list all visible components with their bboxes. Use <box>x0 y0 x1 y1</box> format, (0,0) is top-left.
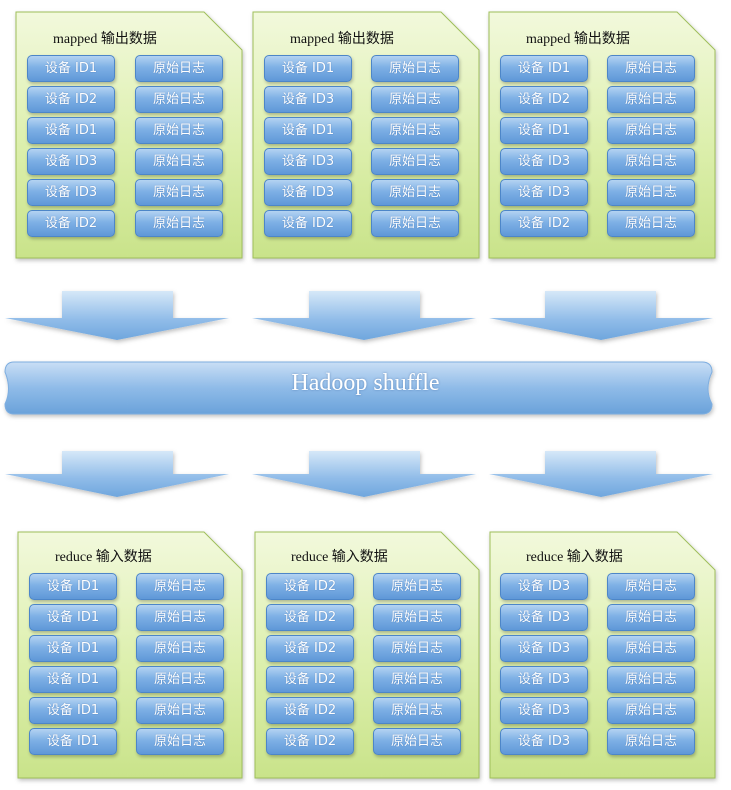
device-id-cell: 设备 ID3 <box>500 179 588 206</box>
raw-log-cell: 原始日志 <box>371 179 459 206</box>
raw-log-cell: 原始日志 <box>135 148 223 175</box>
raw-log-cell: 原始日志 <box>371 55 459 82</box>
raw-log-cell: 原始日志 <box>371 148 459 175</box>
device-id-cell: 设备 ID2 <box>266 728 354 755</box>
mapped-panel-title: mapped 输出数据 <box>526 32 630 47</box>
raw-log-cell: 原始日志 <box>136 573 224 600</box>
down-arrow <box>489 291 713 340</box>
raw-log-cell: 原始日志 <box>373 604 461 631</box>
device-id-cell: 设备 ID1 <box>29 728 117 755</box>
raw-log-cell: 原始日志 <box>371 210 459 237</box>
device-id-cell: 设备 ID3 <box>27 179 115 206</box>
device-id-cell: 设备 ID1 <box>29 666 117 693</box>
device-id-cell: 设备 ID2 <box>500 210 588 237</box>
device-id-cell: 设备 ID1 <box>29 573 117 600</box>
raw-log-cell: 原始日志 <box>136 604 224 631</box>
raw-log-cell: 原始日志 <box>373 697 461 724</box>
raw-log-cell: 原始日志 <box>371 117 459 144</box>
raw-log-cell: 原始日志 <box>136 728 224 755</box>
device-id-cell: 设备 ID2 <box>27 86 115 113</box>
raw-log-cell: 原始日志 <box>607 117 695 144</box>
raw-log-cell: 原始日志 <box>373 573 461 600</box>
raw-log-cell: 原始日志 <box>135 117 223 144</box>
device-id-cell: 设备 ID1 <box>27 117 115 144</box>
device-id-cell: 设备 ID1 <box>264 55 352 82</box>
device-id-cell: 设备 ID2 <box>264 210 352 237</box>
device-id-cell: 设备 ID3 <box>500 604 588 631</box>
raw-log-cell: 原始日志 <box>607 635 695 662</box>
device-id-cell: 设备 ID2 <box>266 604 354 631</box>
shuffle-banner <box>4 361 713 415</box>
device-id-cell: 设备 ID1 <box>29 697 117 724</box>
raw-log-cell: 原始日志 <box>373 666 461 693</box>
reduce-panel-title: reduce 输入数据 <box>526 550 623 565</box>
down-arrow <box>489 451 713 497</box>
device-id-cell: 设备 ID1 <box>500 117 588 144</box>
device-id-cell: 设备 ID1 <box>29 635 117 662</box>
shuffle-label: Hadoop shuffle <box>291 370 440 396</box>
raw-log-cell: 原始日志 <box>607 666 695 693</box>
raw-log-cell: 原始日志 <box>607 148 695 175</box>
device-id-cell: 设备 ID3 <box>500 635 588 662</box>
raw-log-cell: 原始日志 <box>607 728 695 755</box>
device-id-cell: 设备 ID3 <box>264 86 352 113</box>
raw-log-cell: 原始日志 <box>136 666 224 693</box>
raw-log-cell: 原始日志 <box>373 635 461 662</box>
down-arrow <box>252 451 476 497</box>
device-id-cell: 设备 ID2 <box>266 666 354 693</box>
device-id-cell: 设备 ID2 <box>266 697 354 724</box>
device-id-cell: 设备 ID3 <box>500 573 588 600</box>
device-id-cell: 设备 ID3 <box>27 148 115 175</box>
raw-log-cell: 原始日志 <box>607 86 695 113</box>
raw-log-cell: 原始日志 <box>607 210 695 237</box>
down-arrow <box>252 291 476 340</box>
raw-log-cell: 原始日志 <box>373 728 461 755</box>
mapped-panel-title: mapped 输出数据 <box>290 32 394 47</box>
device-id-cell: 设备 ID2 <box>27 210 115 237</box>
reduce-panel-title: reduce 输入数据 <box>55 550 152 565</box>
raw-log-cell: 原始日志 <box>607 55 695 82</box>
raw-log-cell: 原始日志 <box>607 604 695 631</box>
device-id-cell: 设备 ID2 <box>500 86 588 113</box>
raw-log-cell: 原始日志 <box>607 697 695 724</box>
raw-log-cell: 原始日志 <box>135 210 223 237</box>
device-id-cell: 设备 ID1 <box>27 55 115 82</box>
down-arrow <box>5 291 229 340</box>
down-arrow <box>5 451 229 497</box>
raw-log-cell: 原始日志 <box>135 55 223 82</box>
reduce-panel-title: reduce 输入数据 <box>291 550 388 565</box>
device-id-cell: 设备 ID3 <box>264 148 352 175</box>
device-id-cell: 设备 ID1 <box>500 55 588 82</box>
raw-log-cell: 原始日志 <box>607 573 695 600</box>
raw-log-cell: 原始日志 <box>135 179 223 206</box>
device-id-cell: 设备 ID1 <box>264 117 352 144</box>
raw-log-cell: 原始日志 <box>371 86 459 113</box>
device-id-cell: 设备 ID3 <box>500 728 588 755</box>
device-id-cell: 设备 ID2 <box>266 573 354 600</box>
device-id-cell: 设备 ID3 <box>500 697 588 724</box>
device-id-cell: 设备 ID1 <box>29 604 117 631</box>
device-id-cell: 设备 ID3 <box>500 666 588 693</box>
device-id-cell: 设备 ID3 <box>500 148 588 175</box>
mapped-panel-title: mapped 输出数据 <box>53 32 157 47</box>
raw-log-cell: 原始日志 <box>136 635 224 662</box>
raw-log-cell: 原始日志 <box>136 697 224 724</box>
device-id-cell: 设备 ID3 <box>264 179 352 206</box>
device-id-cell: 设备 ID2 <box>266 635 354 662</box>
raw-log-cell: 原始日志 <box>607 179 695 206</box>
raw-log-cell: 原始日志 <box>135 86 223 113</box>
